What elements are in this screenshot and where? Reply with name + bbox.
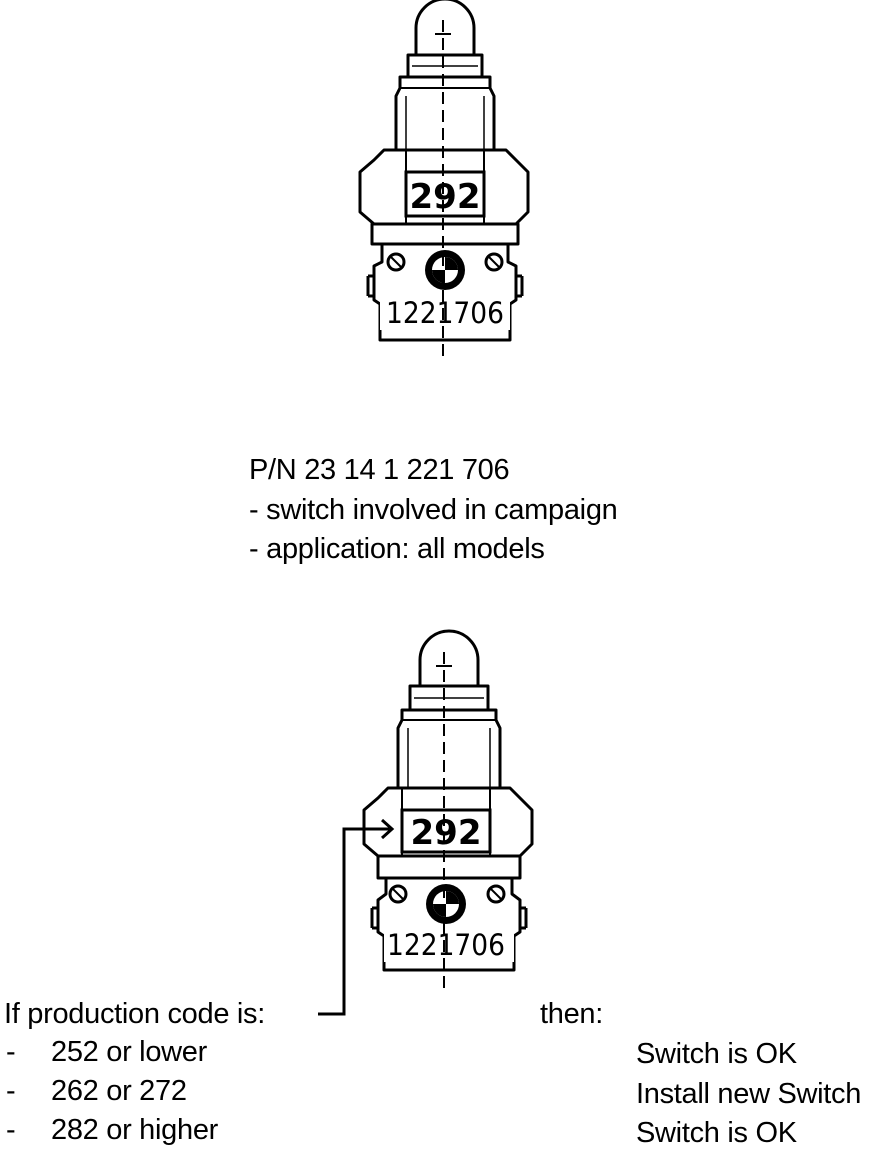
part-stamp-bottom: 1221706 bbox=[387, 928, 505, 962]
roundel-logo-icon bbox=[426, 884, 466, 924]
row-dash: - bbox=[6, 1036, 16, 1068]
switch-illustration-top: 292 1221706 bbox=[358, 0, 530, 360]
row-result: Switch is OK bbox=[636, 1117, 797, 1149]
row-dash: - bbox=[6, 1114, 16, 1146]
row-code: 282 or higher bbox=[51, 1114, 218, 1146]
then-label: then: bbox=[540, 998, 603, 1030]
campaign-note: - switch involved in campaign bbox=[249, 494, 618, 526]
switch-illustration-bottom: 292 1221706 bbox=[362, 629, 534, 992]
row-code: 262 or 272 bbox=[51, 1075, 187, 1107]
row-result: Switch is OK bbox=[636, 1038, 797, 1070]
row-code: 252 or lower bbox=[51, 1036, 207, 1068]
application-note: - application: all models bbox=[249, 533, 545, 565]
arrowhead-icon bbox=[380, 818, 395, 840]
row-dash: - bbox=[6, 1075, 16, 1107]
part-stamp-top: 1221706 bbox=[386, 296, 504, 330]
production-code-bottom: 292 bbox=[411, 813, 482, 853]
row-result: Install new Switch bbox=[636, 1078, 862, 1110]
if-production-code-label: If production code is: bbox=[4, 998, 265, 1030]
roundel-logo-icon bbox=[425, 250, 465, 290]
production-code-top: 292 bbox=[410, 177, 481, 217]
part-number: P/N 23 14 1 221 706 bbox=[249, 454, 510, 486]
